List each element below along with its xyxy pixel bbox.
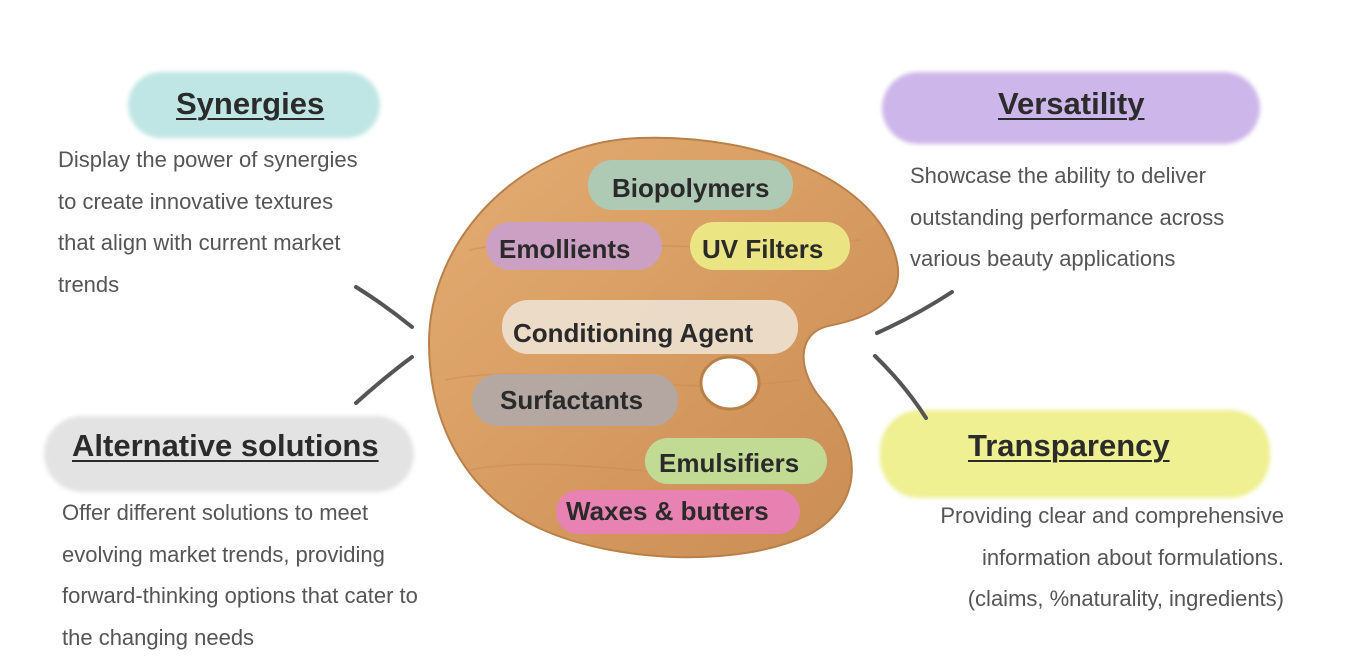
- versatility-line: various beauty applications: [910, 246, 1176, 271]
- transparency-line: information about formulations.: [981, 544, 1284, 570]
- alternative-solutions-line: Offer different solutions to meet: [62, 500, 369, 525]
- connector-line-bottom-left: [354, 355, 414, 405]
- synergies-description: Display the power of synergies to create…: [58, 139, 358, 305]
- conditioning-agent-label: Conditioning Agent: [513, 318, 754, 348]
- alternative-solutions-description: Offer different solutions to meet evolvi…: [62, 492, 418, 658]
- alternative-solutions-line: the changing needs: [62, 624, 255, 650]
- transparency-description: Providing clear and comprehensive inform…: [940, 495, 1284, 620]
- uv-filters-paint: [690, 222, 850, 270]
- alternative-solutions-brush: [44, 416, 414, 492]
- versatility-line: outstanding performance across: [910, 204, 1225, 230]
- waxes-butters-paint: [556, 490, 800, 534]
- palette-thumb-hole: [699, 355, 761, 411]
- versatility-title: Versatility: [998, 86, 1145, 121]
- synergies-line: trends: [58, 271, 120, 297]
- synergies-line: Display the power of synergies: [58, 147, 358, 172]
- connector-line-top-left: [354, 285, 414, 329]
- transparency-brush: [880, 410, 1270, 498]
- alternative-solutions-line: forward-thinking options that cater to: [62, 583, 418, 608]
- emulsifiers-label: Emulsifiers: [659, 448, 800, 478]
- biopolymers-label: Biopolymers: [612, 173, 770, 203]
- versatility-brush: [882, 72, 1260, 144]
- versatility-description: Showcase the ability to deliver outstand…: [910, 155, 1224, 280]
- conditioning-agent-paint: [502, 300, 798, 354]
- emollients-paint: [486, 222, 662, 270]
- alternative-solutions-title: Alternative solutions: [72, 428, 379, 463]
- alternative-solutions-line: evolving market trends, providing: [62, 541, 385, 567]
- transparency-line: Providing clear and comprehensive: [940, 503, 1284, 528]
- transparency-title: Transparency: [968, 428, 1170, 463]
- emulsifiers-paint: [645, 438, 827, 484]
- connector-line-bottom-right: [873, 354, 928, 420]
- biopolymers-paint: [588, 160, 793, 210]
- surfactants-paint: [472, 374, 678, 426]
- waxes-butters-label: Waxes & butters: [566, 496, 769, 526]
- connector-line-top-right: [875, 290, 954, 335]
- versatility-line: Showcase the ability to deliver: [910, 163, 1206, 188]
- emollients-label: Emollients: [499, 234, 631, 264]
- synergies-brush: [128, 72, 380, 138]
- uv-filters-label: UV Filters: [702, 234, 824, 264]
- surfactants-label: Surfactants: [500, 385, 644, 415]
- synergies-line: that align with current market: [58, 230, 341, 255]
- transparency-line: (claims, %naturality, ingredients): [967, 586, 1284, 611]
- synergies-title: Synergies: [176, 86, 325, 121]
- synergies-line: to create innovative textures: [58, 188, 334, 214]
